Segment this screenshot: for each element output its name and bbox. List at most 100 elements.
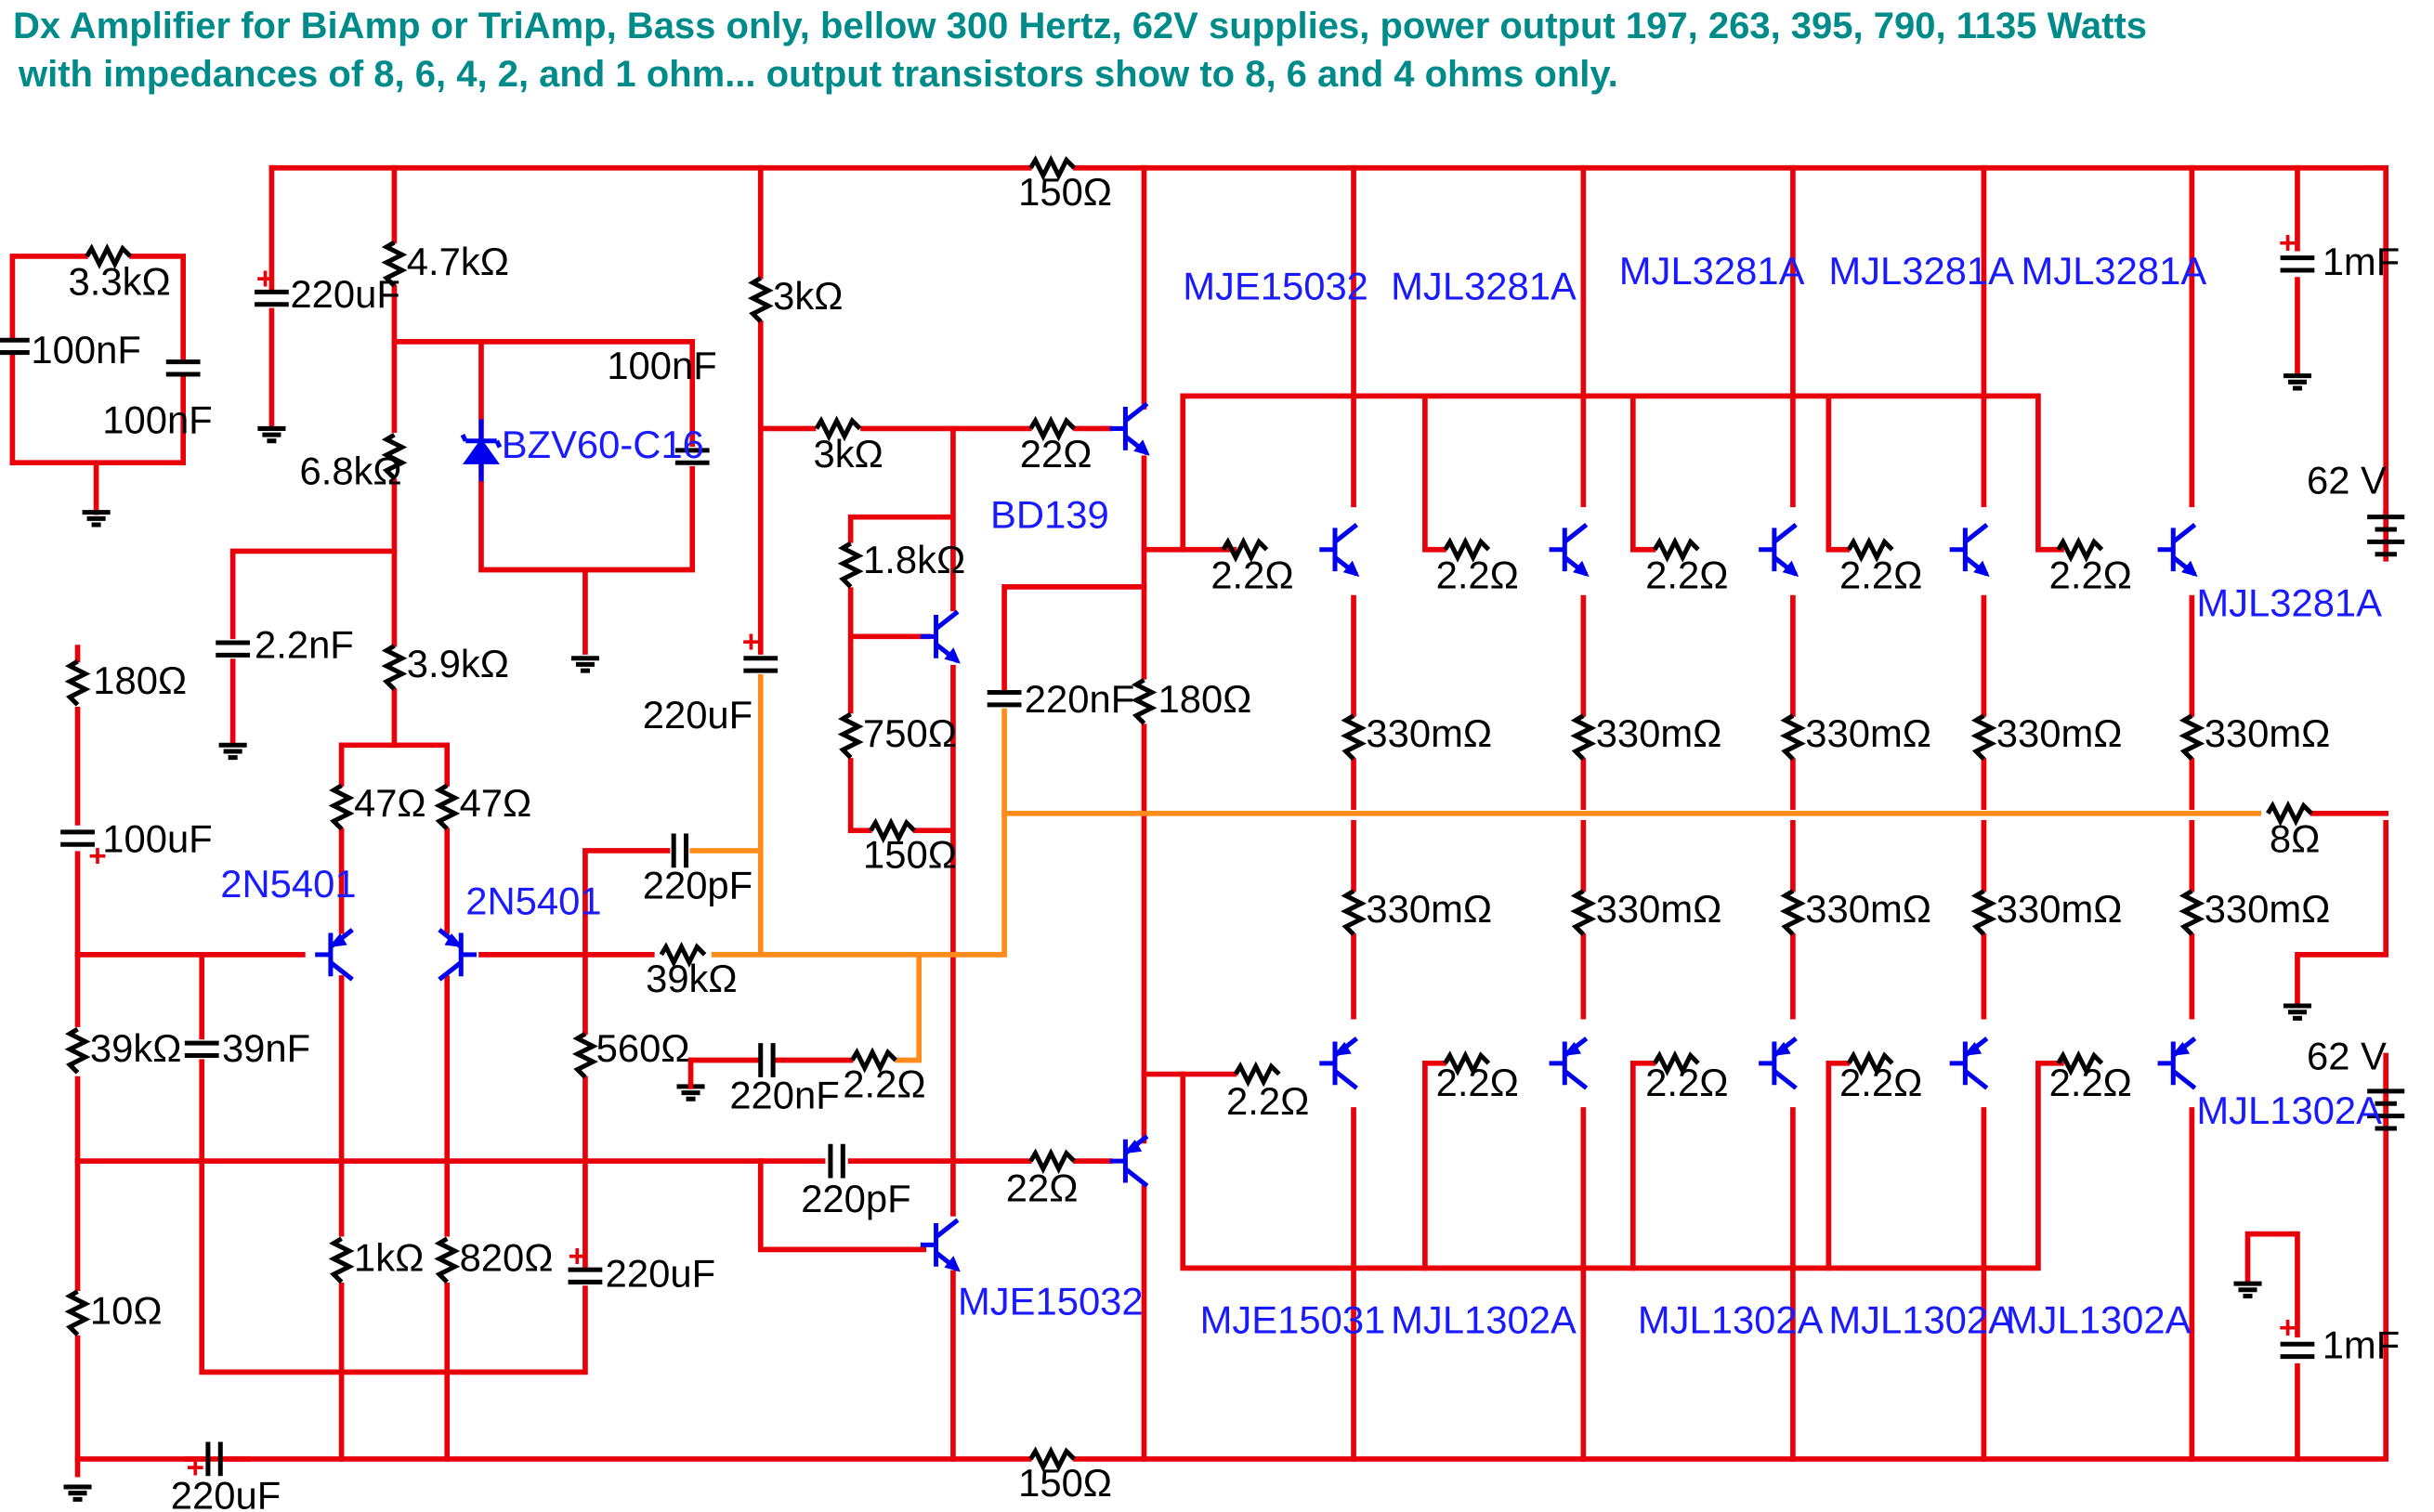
resistor-330m-bot-2 — [1576, 891, 1591, 934]
ground-symbol — [2284, 376, 2311, 388]
label-1.8k: 1.8kΩ — [863, 538, 965, 581]
label-zener: BZV60-C16 — [502, 423, 704, 466]
label-220uf-gnd: 220uF — [171, 1473, 281, 1512]
resistor-180-in — [70, 661, 85, 705]
svg-text:+: + — [2279, 227, 2297, 261]
transistor-bd139 — [921, 612, 958, 661]
label-330m-bot-4: 330mΩ — [1996, 887, 2123, 931]
output-transistor-bot-4 — [1950, 1038, 1987, 1088]
label-2.2-top-5: 2.2Ω — [2049, 554, 2132, 597]
driver-transistor-top — [1110, 404, 1147, 453]
resistor-1.8k — [843, 543, 858, 587]
label-330m-bot-1: 330mΩ — [1366, 887, 1492, 931]
ground-symbol — [64, 1487, 92, 1499]
capacitor-1mf-bot — [2281, 1344, 2315, 1356]
ground-symbol — [571, 658, 599, 671]
label-driver-top: MJE15032 — [1183, 265, 1368, 308]
label-q1: 2N5401 — [220, 862, 356, 906]
svg-text:+: + — [2279, 1311, 2297, 1346]
ground-symbol — [2284, 1006, 2311, 1018]
capacitor-100nf-1 — [0, 340, 30, 352]
label-output-top-1: MJL3281A — [1391, 265, 1577, 308]
wiring — [9, 164, 2389, 1478]
label-180-driver: 180Ω — [1158, 677, 1252, 721]
label-output-top-5: MJL3281A — [2196, 581, 2382, 625]
label-1mf-top: 1mF — [2323, 240, 2401, 283]
label-220pf-fb: 220pF — [643, 864, 752, 907]
label-47-2: 47Ω — [460, 781, 532, 825]
label-330m-top-1: 330mΩ — [1366, 711, 1492, 755]
resistor-180-driver — [1136, 680, 1152, 723]
resistor-330m-top-3 — [1786, 716, 1801, 760]
label-62v-top: 62 V — [2307, 459, 2387, 502]
output-transistor-top-4 — [1950, 525, 1987, 574]
feedback-network — [689, 673, 2262, 1063]
resistor-330m-bot-3 — [1786, 891, 1801, 934]
label-180-in: 180Ω — [93, 658, 187, 702]
label-q2: 2N5401 — [465, 879, 601, 922]
label-output-top-4: MJL3281A — [2022, 249, 2207, 293]
label-3k-top: 3kΩ — [773, 274, 843, 318]
label-2.2-top-4: 2.2Ω — [1839, 554, 1922, 597]
label-3.9k: 3.9kΩ — [407, 642, 509, 685]
label-330m-bot-3: 330mΩ — [1805, 887, 1931, 931]
label-3k-base: 3kΩ — [814, 432, 883, 476]
label-output-bot-1: MJL1302A — [1391, 1298, 1577, 1342]
resistor-3.9k — [386, 645, 402, 689]
label-2.2-bot-5: 2.2Ω — [2049, 1061, 2132, 1104]
label-2.2-top-2: 2.2Ω — [1436, 554, 1519, 597]
label-750: 750Ω — [863, 711, 957, 755]
label-mje15032-vas: MJE15032 — [958, 1280, 1144, 1323]
label-330m-top-2: 330mΩ — [1596, 711, 1722, 755]
label-220pf-miller: 220pF — [801, 1177, 910, 1220]
label-39nf: 39nF — [222, 1026, 310, 1070]
resistor-750 — [843, 714, 858, 758]
label-820: 820Ω — [460, 1236, 554, 1280]
label-39k-fb: 39kΩ — [646, 957, 738, 1000]
label-2.2-bot-1: 2.2Ω — [1226, 1079, 1309, 1123]
label-220uf-fb: 220uF — [606, 1251, 715, 1295]
svg-text:+: + — [569, 1240, 587, 1274]
label-output-top-2: MJL3281A — [1619, 249, 1805, 293]
capacitor-100nf-2 — [166, 362, 201, 374]
resistor-47-2 — [439, 786, 455, 829]
label-100nf-1: 100nF — [31, 328, 140, 371]
resistor-820 — [439, 1239, 455, 1283]
resistor-330m-top-4 — [1976, 716, 1992, 760]
label-150-bot: 150Ω — [1018, 1461, 1112, 1505]
zener-diode — [460, 419, 503, 482]
label-220nf-vbe: 220nF — [1025, 677, 1134, 721]
label-100uf: 100uF — [102, 817, 212, 861]
label-330m-top-3: 330mΩ — [1805, 711, 1931, 755]
label-330m-top-4: 330mΩ — [1996, 711, 2123, 755]
resistor-47-1 — [334, 786, 349, 829]
title-line-1: Dx Amplifier for BiAmp or TriAmp, Bass o… — [13, 6, 2148, 46]
label-220uf-dec: 220uF — [290, 272, 399, 316]
label-output-bot-3: MJL1302A — [1828, 1298, 2014, 1342]
label-62v-bot: 62 V — [2307, 1035, 2387, 1078]
label-10: 10Ω — [90, 1289, 163, 1333]
resistor-1k — [334, 1239, 349, 1283]
output-transistor-top-3 — [1759, 525, 1796, 574]
resistor-330m-bot-1 — [1346, 891, 1362, 934]
ground-symbol — [219, 745, 247, 757]
label-100nf-2: 100nF — [102, 398, 212, 441]
output-transistor-top-1 — [1319, 525, 1356, 574]
resistor-330m-bot-5 — [2184, 891, 2200, 934]
components: + + + + + + + — [0, 160, 2404, 1499]
label-150-top: 150Ω — [1018, 170, 1112, 214]
ground-symbol — [83, 513, 111, 525]
label-2.2-bot-3: 2.2Ω — [1645, 1061, 1728, 1104]
resistor-39k-bias — [70, 1029, 85, 1073]
label-2.2-top-1: 2.2Ω — [1210, 554, 1293, 597]
label-6.8k: 6.8kΩ — [299, 450, 401, 493]
capacitor-220pf-miller — [831, 1144, 843, 1179]
label-1mf-bot: 1mF — [2323, 1323, 2401, 1366]
capacitor-220uf-boot — [743, 658, 778, 671]
capacitor-220nf-vbe — [988, 692, 1022, 704]
label-22-bot: 22Ω — [1006, 1167, 1079, 1210]
label-1k: 1kΩ — [354, 1236, 424, 1280]
label-driver-bot: MJE15031 — [1200, 1298, 1386, 1342]
label-39k-bias: 39kΩ — [90, 1026, 182, 1070]
label-8-load: 8Ω — [2270, 817, 2320, 861]
